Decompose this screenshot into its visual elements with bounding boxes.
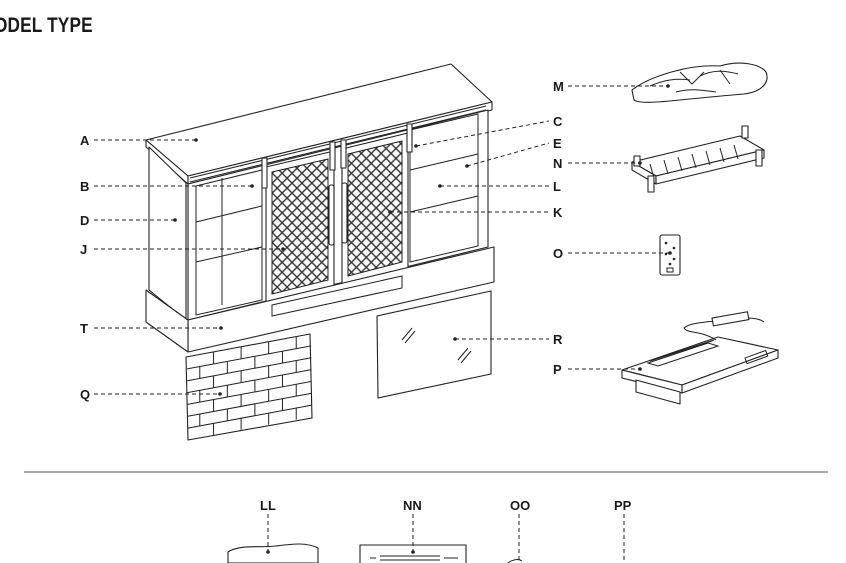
brick-panel-drawing [185, 333, 313, 441]
label-p: P [553, 362, 562, 377]
label-oo: OO [510, 498, 530, 513]
label-l: L [553, 179, 561, 194]
label-ll: LL [260, 498, 276, 513]
label-e: E [553, 136, 562, 151]
part-labels: A B D J T Q C E L K R M N O P LL NN OO P… [80, 79, 632, 513]
label-j: J [80, 242, 87, 257]
label-d: D [80, 213, 89, 228]
label-r: R [553, 332, 563, 347]
label-pp: PP [614, 498, 632, 513]
electric-insert-drawing [621, 311, 779, 405]
log-set-drawing [631, 62, 768, 103]
label-b: B [80, 179, 89, 194]
label-nn: NN [403, 498, 422, 513]
page-heading: ODEL TYPE [0, 14, 93, 37]
label-t: T [80, 321, 88, 336]
label-k: K [553, 205, 563, 220]
grate-drawing [631, 125, 765, 193]
glass-panel-drawing [376, 290, 492, 399]
label-m: M [553, 79, 564, 94]
label-a: A [80, 133, 90, 148]
label-q: Q [80, 387, 90, 402]
leader-lines [94, 85, 670, 563]
remote-drawing [659, 234, 681, 276]
label-n: N [553, 156, 562, 171]
bottom-parts-drawing [227, 543, 523, 563]
cabinet-drawing [145, 63, 495, 353]
label-c: C [553, 114, 563, 129]
label-o: O [553, 246, 563, 261]
leader-dots [173, 84, 672, 554]
